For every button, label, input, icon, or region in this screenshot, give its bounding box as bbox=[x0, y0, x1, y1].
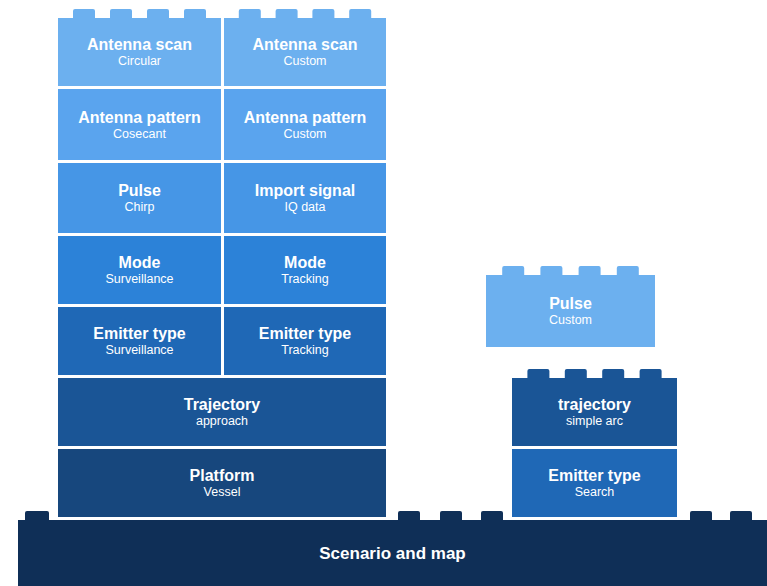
brick-title: Trajectory bbox=[184, 395, 260, 414]
brick-subtitle: Vessel bbox=[204, 485, 241, 500]
brick-title: Antenna pattern bbox=[244, 108, 367, 127]
lego-brick: Antenna patternCustom bbox=[224, 89, 386, 160]
brick-title: Pulse bbox=[118, 181, 161, 200]
lego-brick: PulseCustom bbox=[486, 275, 655, 347]
brick-subtitle: Circular bbox=[118, 54, 161, 69]
brick-seam bbox=[490, 348, 651, 350]
lego-brick: Antenna scanCustom bbox=[224, 18, 386, 86]
brick-title: Antenna scan bbox=[253, 35, 358, 54]
brick-title: Pulse bbox=[549, 294, 592, 313]
brick-title: Antenna scan bbox=[87, 35, 192, 54]
lego-brick: Emitter typeTracking bbox=[224, 307, 386, 375]
brick-subtitle: approach bbox=[196, 414, 248, 429]
lego-brick: Antenna patternCosecant bbox=[58, 89, 221, 160]
brick-subtitle: Search bbox=[575, 485, 615, 500]
brick-title: Scenario and map bbox=[319, 544, 465, 563]
brick-subtitle: IQ data bbox=[285, 200, 326, 215]
brick-title: Emitter type bbox=[259, 324, 351, 343]
brick-title: Import signal bbox=[255, 181, 355, 200]
brick-subtitle: Surveillance bbox=[105, 343, 173, 358]
brick-subtitle: Tracking bbox=[281, 272, 328, 287]
lego-brick: Trajectoryapproach bbox=[58, 378, 386, 446]
brick-title: Mode bbox=[284, 253, 326, 272]
lego-brick: trajectorysimple arc bbox=[512, 378, 677, 446]
base-plate: Scenario and map bbox=[18, 520, 767, 586]
brick-subtitle: Cosecant bbox=[113, 127, 166, 142]
lego-brick: Emitter typeSearch bbox=[512, 449, 677, 517]
brick-title: Antenna pattern bbox=[78, 108, 201, 127]
lego-brick: Emitter typeSurveillance bbox=[58, 307, 221, 375]
lego-brick: PulseChirp bbox=[58, 163, 221, 233]
brick-subtitle: Tracking bbox=[281, 343, 328, 358]
brick-subtitle: Custom bbox=[283, 127, 326, 142]
brick-subtitle: Chirp bbox=[125, 200, 155, 215]
brick-title: Emitter type bbox=[93, 324, 185, 343]
lego-brick: PlatformVessel bbox=[58, 449, 386, 517]
lego-brick: ModeSurveillance bbox=[58, 236, 221, 304]
brick-subtitle: Custom bbox=[283, 54, 326, 69]
brick-title: Mode bbox=[119, 253, 161, 272]
brick-title: Emitter type bbox=[548, 466, 640, 485]
brick-title: Platform bbox=[190, 466, 255, 485]
lego-brick: Antenna scanCircular bbox=[58, 18, 221, 86]
lego-brick: ModeTracking bbox=[224, 236, 386, 304]
brick-subtitle: simple arc bbox=[566, 414, 623, 429]
brick-subtitle: Custom bbox=[549, 313, 592, 328]
brick-title: trajectory bbox=[558, 395, 631, 414]
brick-subtitle: Surveillance bbox=[105, 272, 173, 287]
lego-brick: Import signalIQ data bbox=[224, 163, 386, 233]
